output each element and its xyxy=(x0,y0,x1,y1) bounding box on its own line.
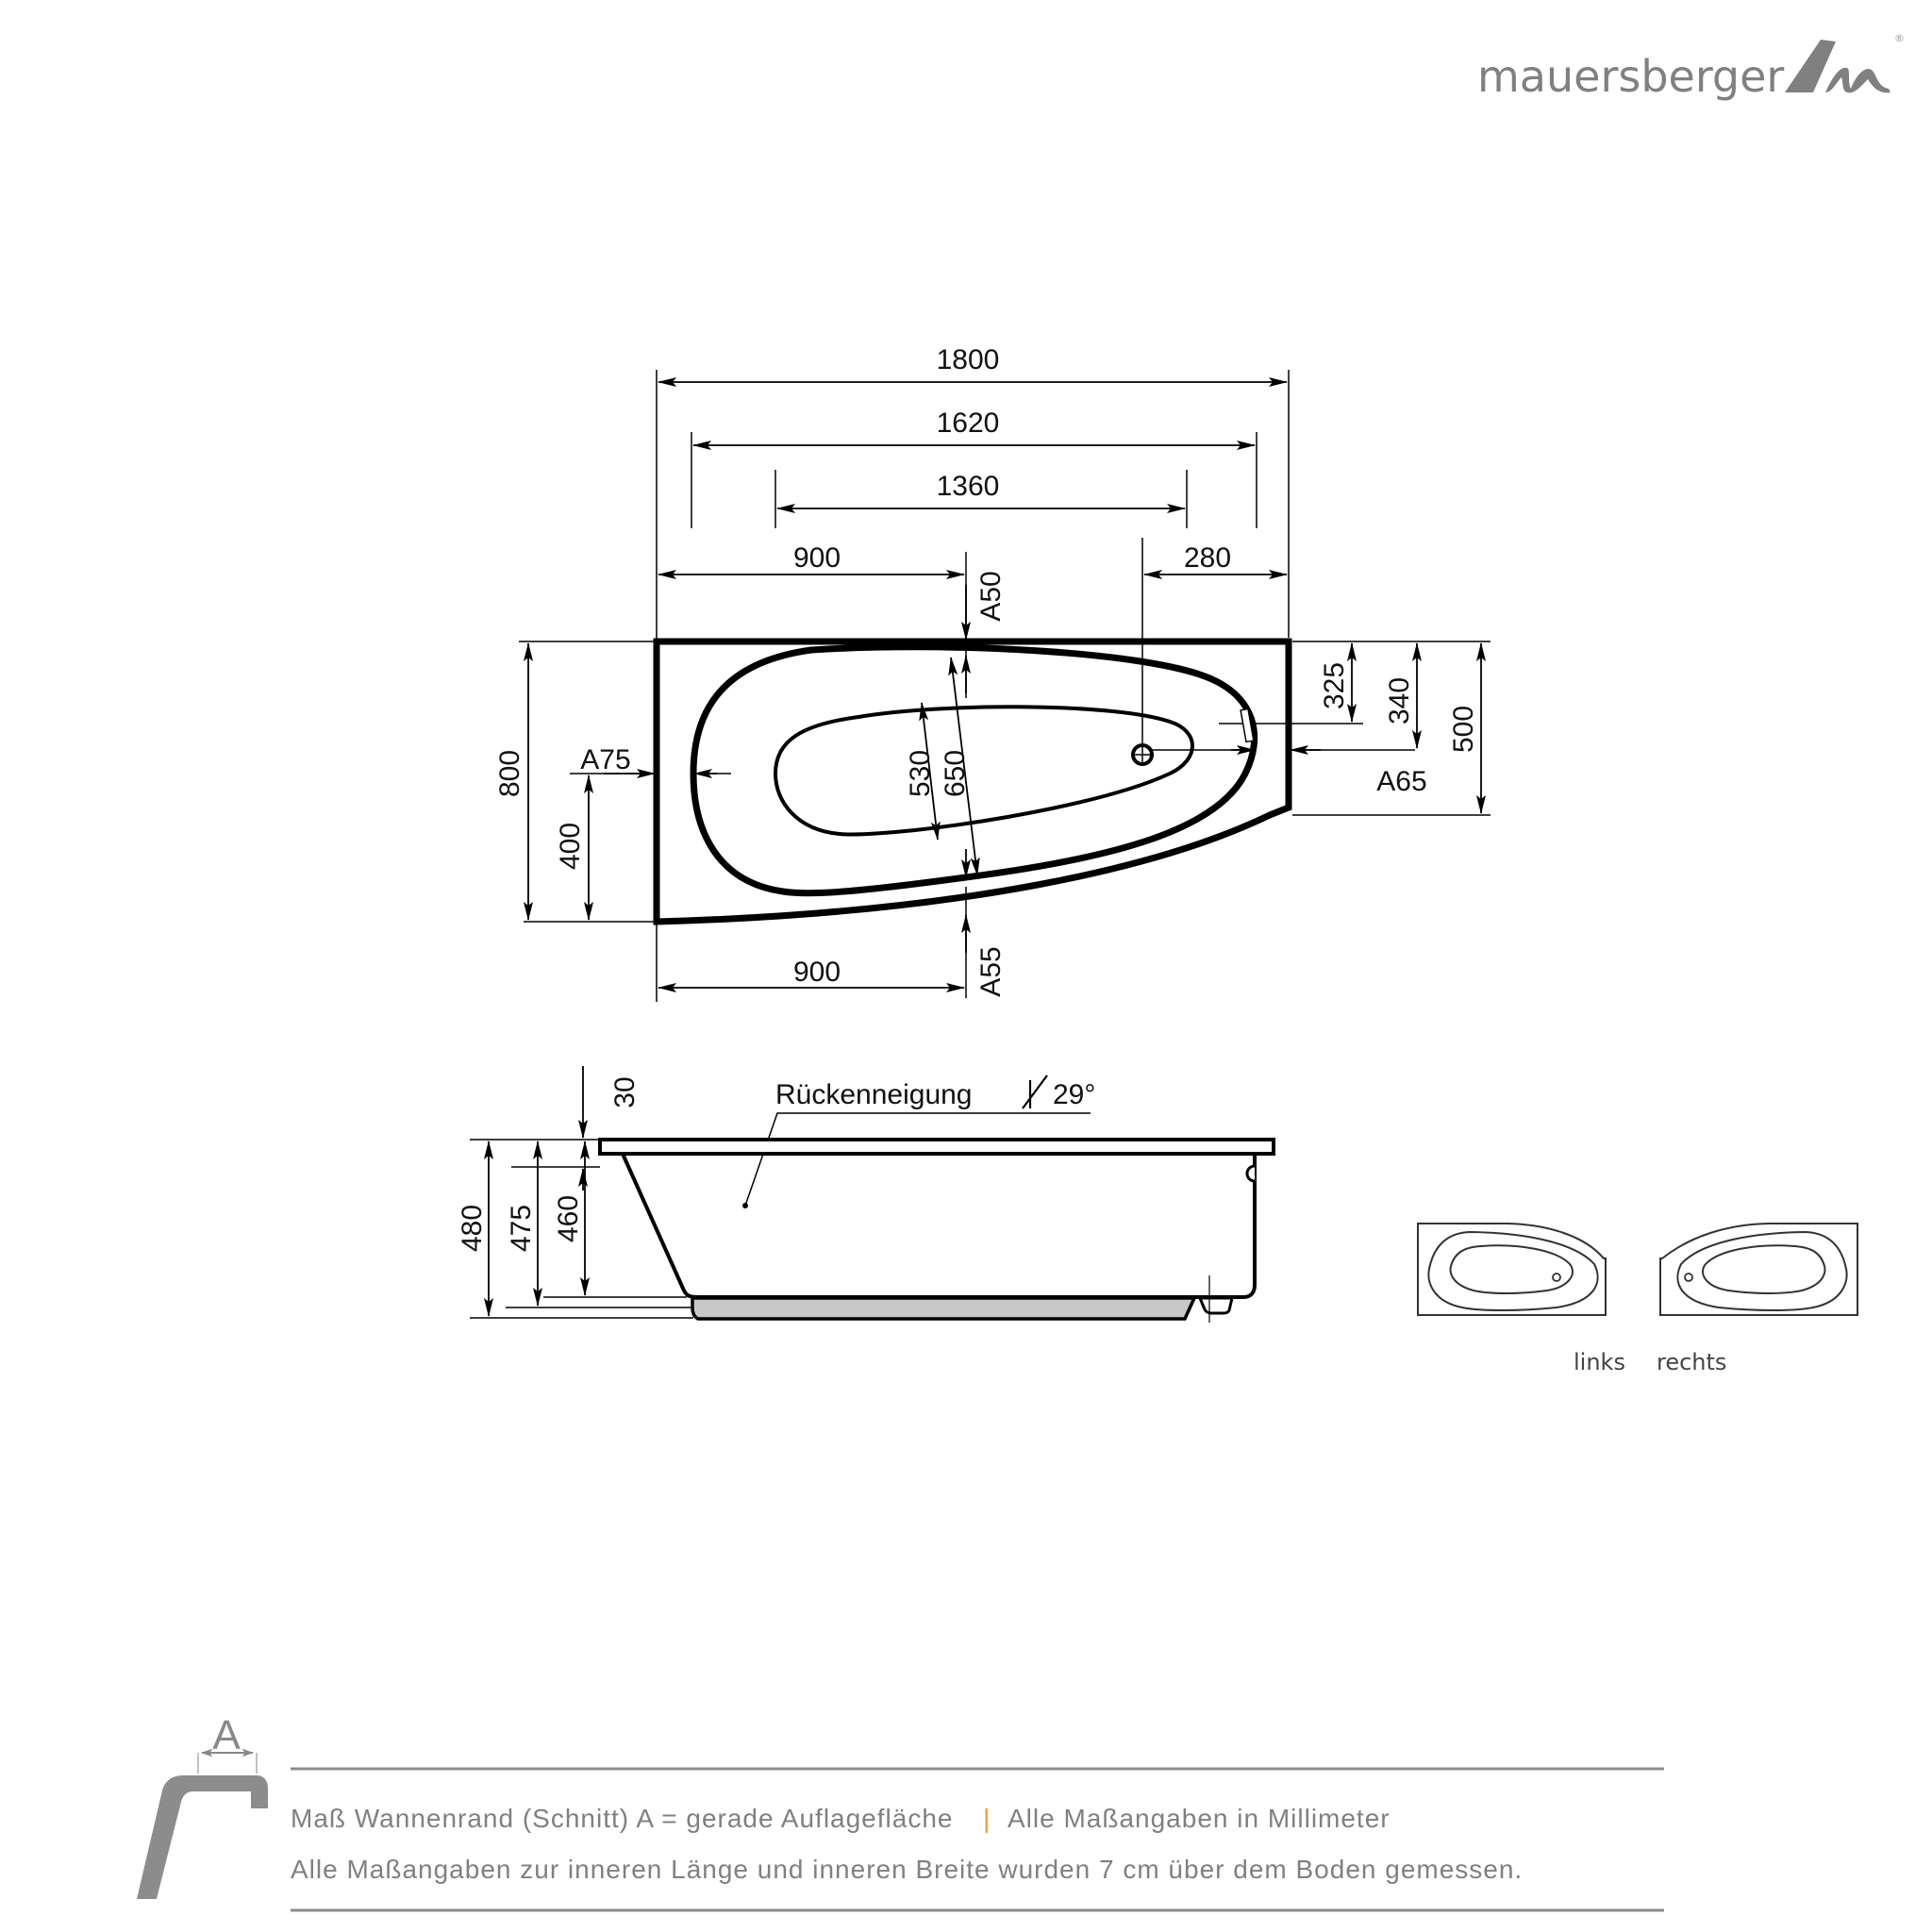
dim-inner-length: 1620 xyxy=(937,408,1000,439)
section-rim xyxy=(598,1138,1275,1156)
dim-rim-top: A50 xyxy=(975,571,1007,621)
variant-left-label: links xyxy=(1574,1349,1625,1375)
brand-name: mauersberger xyxy=(1477,51,1784,102)
section-body xyxy=(621,1153,1257,1299)
legend-line1-part1: Maß Wannenrand (Schnitt) A = gerade Aufl… xyxy=(291,1804,953,1833)
drain-icon xyxy=(1131,743,1154,766)
dim-overall-length: 1800 xyxy=(937,344,1000,375)
dim-drain-to-right: 280 xyxy=(1184,542,1231,574)
brand-logo: mauersberger ® xyxy=(1477,32,1905,102)
dim-inner-floor-width: 530 xyxy=(905,750,936,797)
tub-outer-outline xyxy=(653,638,1292,925)
dim-height-overall: 480 xyxy=(457,1205,488,1252)
dim-rim-left: A75 xyxy=(580,744,630,775)
dim-left-half-width: 400 xyxy=(555,823,586,870)
dim-right-end-width: 500 xyxy=(1448,706,1479,753)
dim-overflow-offset: 325 xyxy=(1319,662,1350,709)
rim-symbol-letter: A xyxy=(212,1712,241,1758)
dim-floor-length: 1360 xyxy=(937,471,1000,502)
tub-floor-outline xyxy=(773,705,1194,837)
section-drain-foot xyxy=(1197,1296,1234,1315)
brand-m-mark-icon xyxy=(1785,40,1890,93)
dim-rim-bottom: A55 xyxy=(975,946,1007,996)
variant-left[interactable] xyxy=(1417,1223,1607,1316)
section-base xyxy=(691,1296,1197,1321)
dim-height-mid: 475 xyxy=(506,1205,537,1252)
angle-symbol-icon xyxy=(1022,1074,1048,1109)
rim-section-icon xyxy=(137,1775,268,1899)
section-view: 480 475 460 30 Rückenneigung 29° xyxy=(457,1066,1275,1323)
dim-rim-thickness: 30 xyxy=(609,1076,641,1108)
plan-view: 1800 1620 1360 900 280 900 A75 A65 800 4… xyxy=(494,344,1491,1002)
dim-overall-width: 800 xyxy=(494,750,525,797)
dim-height-inner: 460 xyxy=(553,1195,584,1242)
variant-right-label: rechts xyxy=(1657,1349,1726,1375)
legend-line1-part2: Alle Maßangaben in Millimeter xyxy=(1008,1804,1391,1833)
legend-separator: | xyxy=(983,1804,991,1833)
back-slope-angle: 29° xyxy=(1053,1079,1095,1110)
registered-mark: ® xyxy=(1894,32,1905,44)
variant-right[interactable] xyxy=(1659,1223,1858,1316)
dim-left-to-center-bottom: 900 xyxy=(793,957,841,988)
dim-rim-right: A65 xyxy=(1376,766,1426,797)
overflow-icon xyxy=(1240,708,1255,743)
back-slope-label: Rückenneigung xyxy=(775,1079,973,1110)
dim-drain-offset: 340 xyxy=(1384,677,1415,724)
tub-inner-rim xyxy=(690,643,1258,897)
footer-legend: A Maß Wannenrand (Schnitt) A = gerade Au… xyxy=(137,1712,1664,1912)
dim-inner-width: 650 xyxy=(940,750,971,797)
dim-left-to-center-top: 900 xyxy=(793,542,841,574)
legend-line2: Alle Maßangaben zur inneren Länge und in… xyxy=(291,1855,1523,1884)
